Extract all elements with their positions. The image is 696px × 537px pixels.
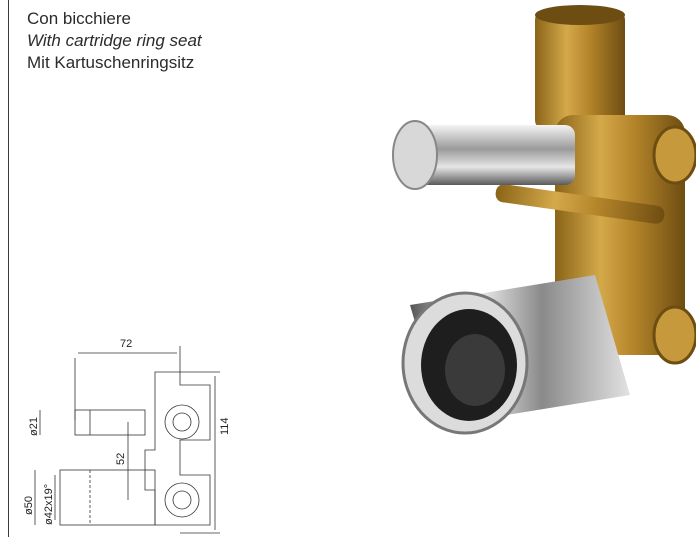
dim-d50-label: ø50 (23, 496, 35, 515)
upper-outlet-inner (172, 412, 192, 432)
technical-drawing: 72 114 52 ø21 ø50 ø42x19° (23, 338, 230, 534)
caption-italian: Con bicchiere (27, 9, 131, 28)
brass-top-pipe (535, 10, 625, 130)
dim-height-label: 114 (219, 417, 230, 435)
dim-thread-label: ø42x19° (43, 484, 55, 525)
upper-outlet-circle (164, 404, 200, 440)
chrome-knob-stem (415, 125, 575, 185)
valve-body-outline (144, 371, 211, 526)
brass-lower-right-outlet (652, 305, 696, 365)
dim-center-label: 52 (115, 453, 127, 465)
cartridge-ring-outline (59, 469, 156, 526)
brass-mounting-tab (495, 184, 665, 224)
product-photo (392, 5, 696, 435)
lower-outlet-circle (164, 482, 200, 518)
chrome-knob-face (392, 120, 438, 190)
left-border-rule (8, 0, 9, 537)
dim-d21-label: ø21 (28, 417, 40, 436)
stem-outline (74, 409, 146, 436)
dim-width-label: 72 (120, 338, 132, 350)
caption-english: With cartridge ring seat (27, 31, 202, 50)
chrome-ring-depth (445, 334, 505, 406)
brass-top-opening (535, 5, 625, 25)
caption-block: Con bicchiere With cartridge ring seat M… (27, 8, 202, 74)
brass-upper-right-outlet (652, 125, 696, 185)
caption-german: Mit Kartuschenringsitz (27, 53, 195, 72)
lower-outlet-inner (172, 490, 192, 510)
